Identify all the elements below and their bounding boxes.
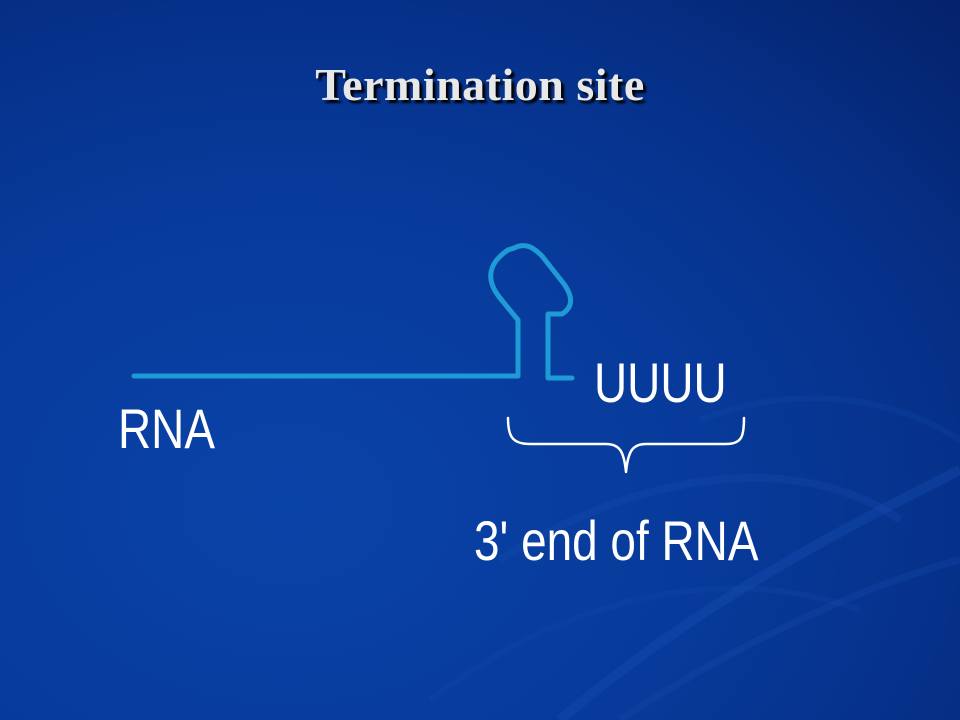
poly-u-label: UUUU [594, 351, 727, 414]
hairpin-loop [488, 243, 575, 381]
rna-label: RNA [118, 397, 215, 460]
brace [506, 416, 746, 474]
slide-title: Termination site [315, 59, 645, 110]
three-prime-end-label: 3' end of RNA [474, 509, 759, 572]
